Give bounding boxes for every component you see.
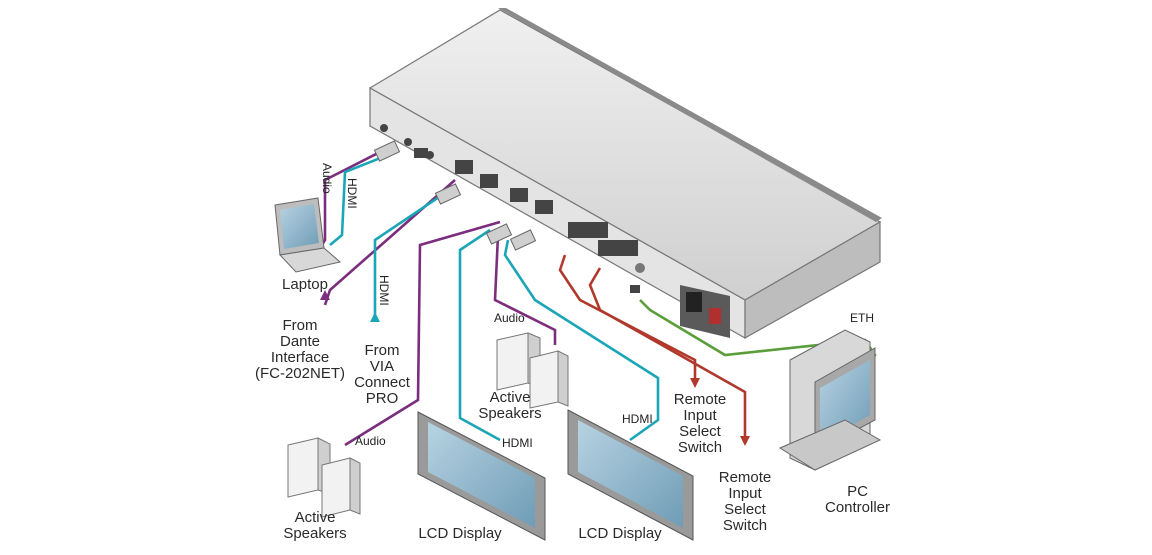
lcd-right-hdmi-label: HDMI	[622, 412, 653, 426]
lcd-left-label: LCD Display	[418, 525, 502, 542]
via-hdmi-label: HDMI	[377, 275, 391, 306]
speakers-mid-audio-label: Audio	[494, 311, 525, 325]
lcd-display-icon	[567, 409, 694, 541]
pc-controller-label: PC Controller	[824, 483, 891, 516]
hdmi-cables	[329, 153, 660, 442]
speakers-left-label: Active Speakers	[283, 509, 347, 542]
laptop-label: Laptop	[282, 276, 328, 293]
dante-source-label: From Dante Interface (FC-202NET)	[254, 317, 345, 382]
remote-switch-2-label: Remote Input Select Switch	[718, 469, 772, 534]
eth-label: ETH	[850, 311, 874, 325]
speakers-left-audio-label: Audio	[355, 434, 386, 448]
power-module	[680, 285, 730, 338]
remote-cables	[558, 254, 747, 440]
speaker-icon	[496, 332, 569, 409]
lcd-right-label: LCD Display	[578, 525, 662, 542]
laptop-audio-label: Audio	[320, 163, 334, 194]
lcd-display-icon	[417, 411, 546, 541]
laptop-icon	[274, 197, 342, 273]
speaker-icon	[287, 437, 361, 518]
switcher-device-icon	[368, 8, 882, 340]
laptop-hdmi-label: HDMI	[345, 178, 359, 209]
pc-controller-icon	[778, 329, 882, 471]
remote-switch-1-label: Remote Input Select Switch	[673, 391, 727, 456]
speakers-mid-label: Active Speakers	[478, 389, 542, 422]
lcd-left-hdmi-label: HDMI	[502, 436, 533, 450]
via-source-label: From VIA Connect PRO	[354, 342, 410, 407]
